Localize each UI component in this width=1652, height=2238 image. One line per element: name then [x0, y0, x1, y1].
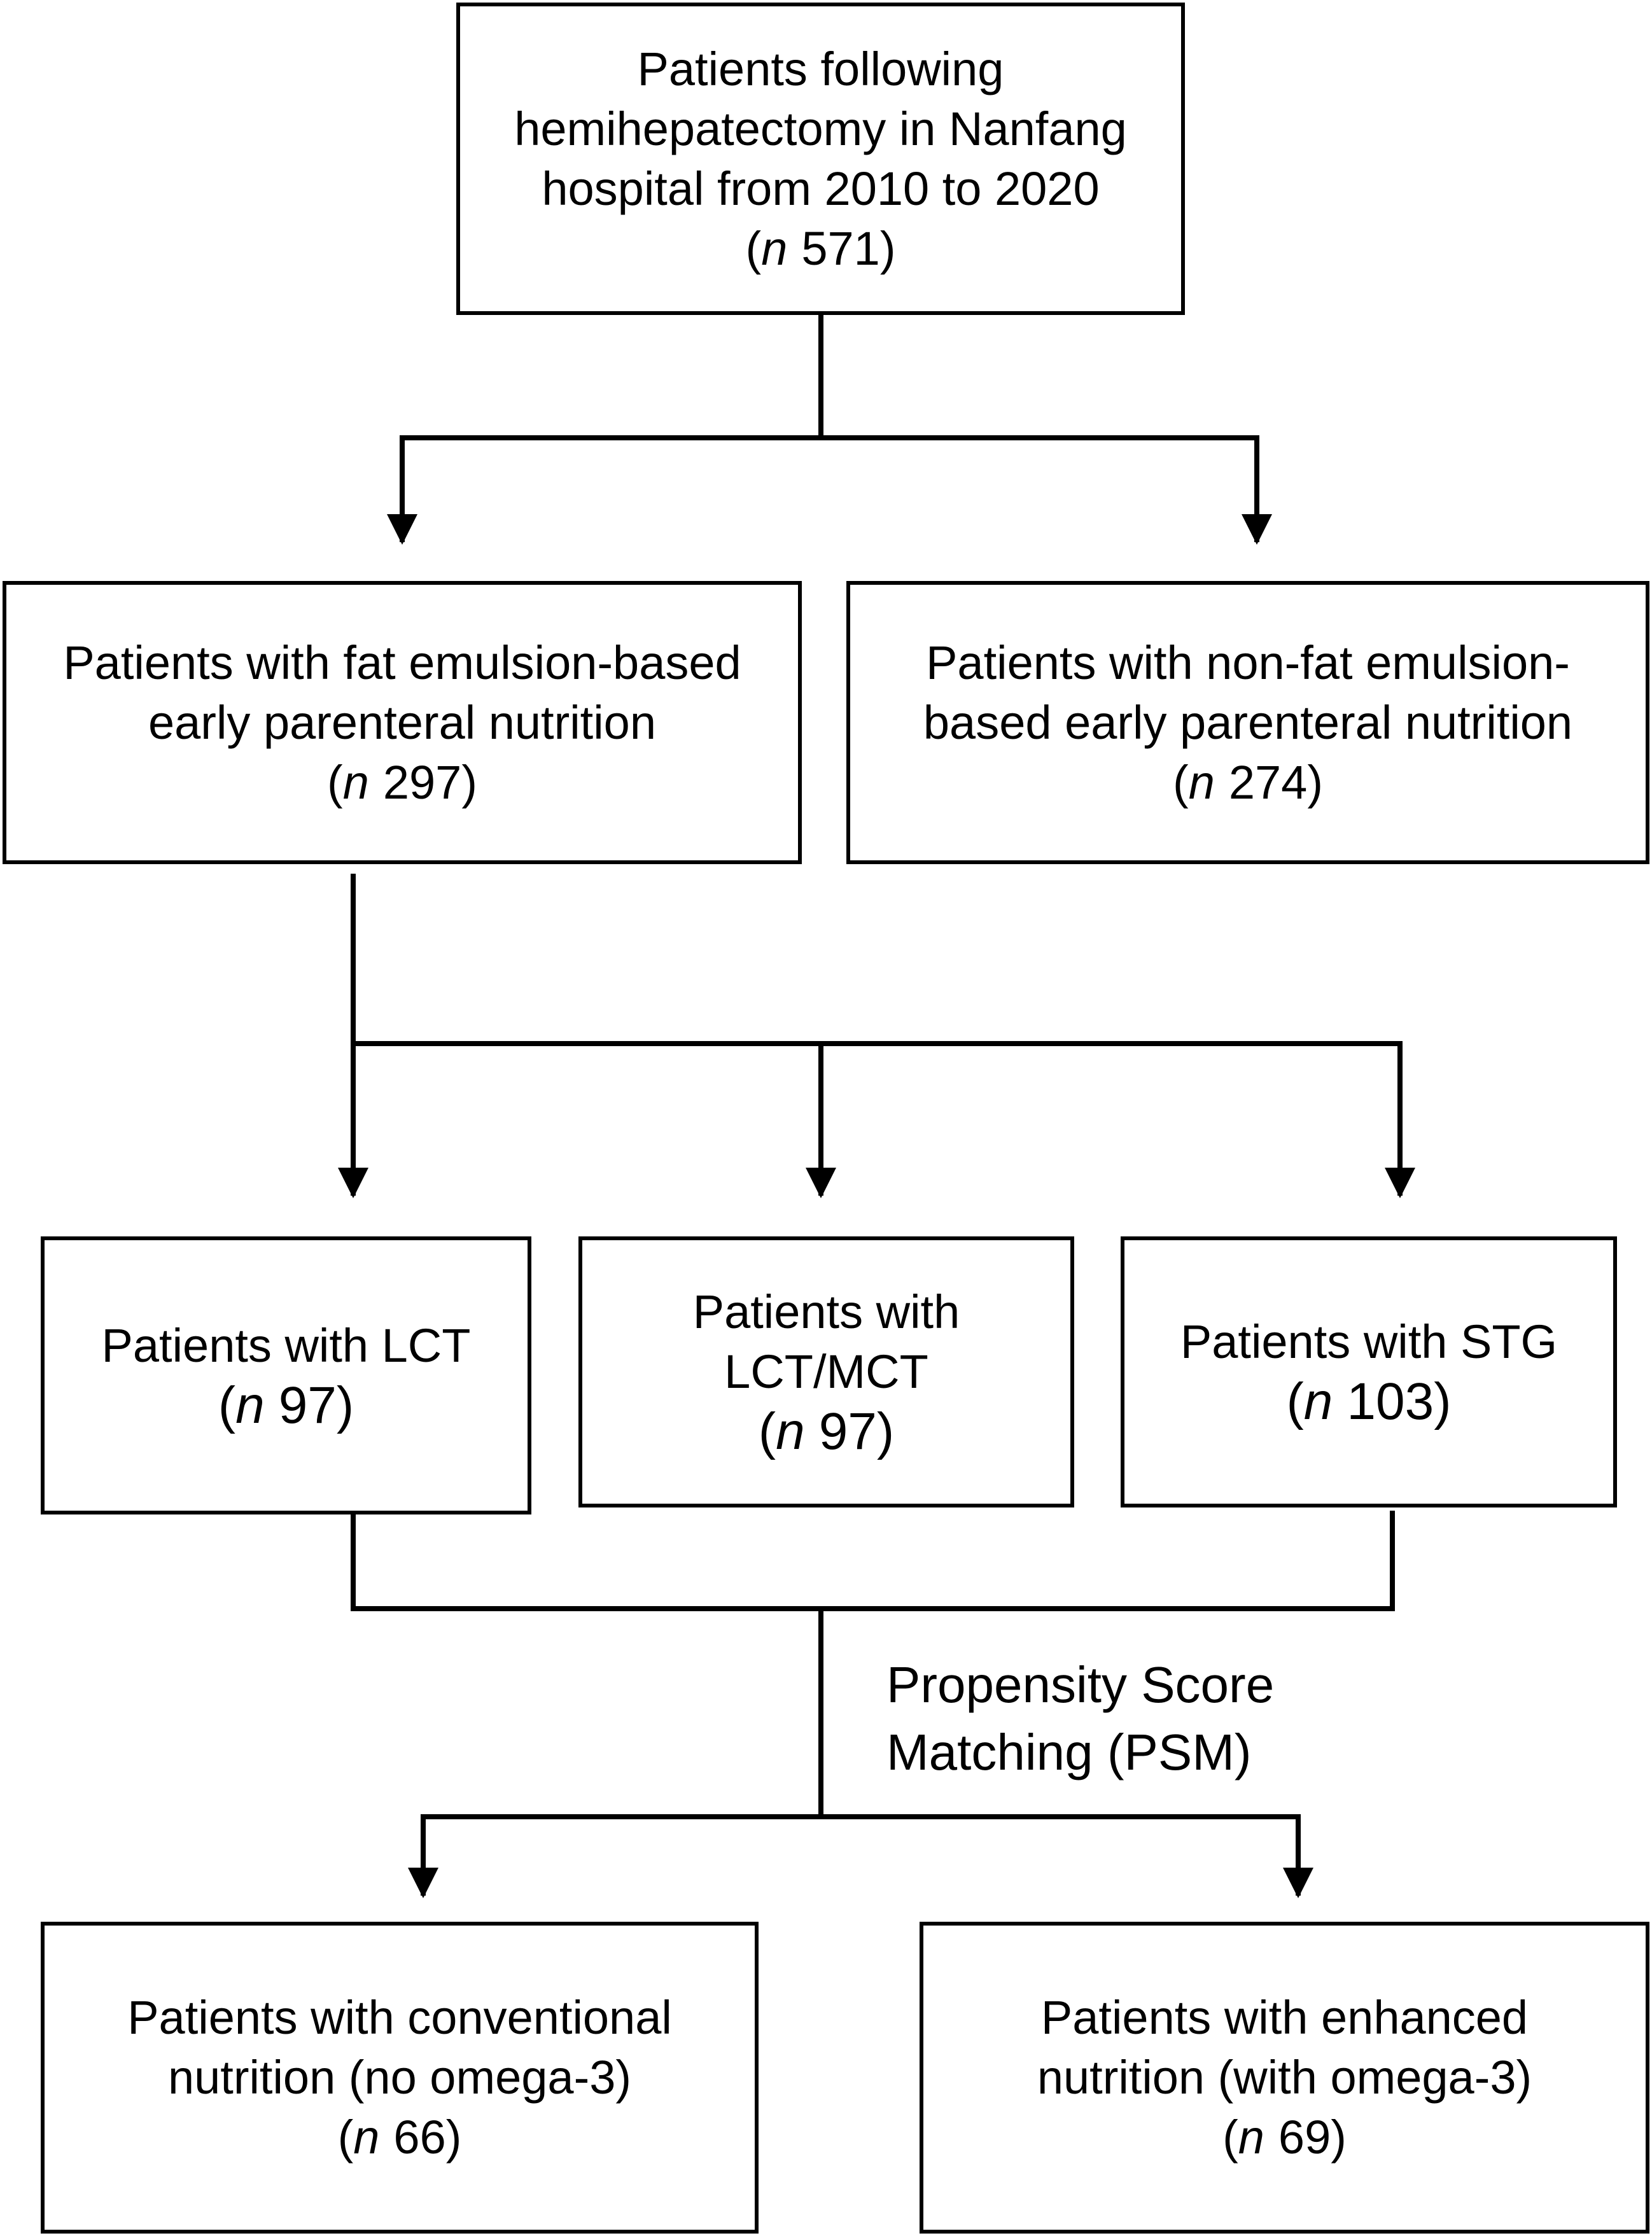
psm-label: Propensity Score Matching (PSM) — [886, 1651, 1274, 1786]
root-line-3: hospital from 2010 to 2020 — [542, 162, 1100, 215]
non-fat-emulsion-box: Patients with non-fat emulsion- based ea… — [846, 581, 1649, 864]
n-symbol: n — [1303, 1373, 1333, 1430]
enhanced-nutrition-box: Patients with enhanced nutrition (with o… — [920, 1922, 1649, 2234]
stg-count-value: 103 — [1347, 1373, 1434, 1430]
n-symbol: n — [1188, 755, 1215, 809]
root-count-value: 571 — [801, 221, 880, 275]
lct-mct-line-2: LCT/MCT — [724, 1345, 928, 1398]
stg-line-1: Patients with STG — [1180, 1315, 1558, 1368]
root-line-1: Patients following — [637, 42, 1004, 95]
root-box: Patients following hemihepatectomy in Na… — [456, 3, 1185, 315]
enhanced-line-1: Patients with enhanced — [1040, 1991, 1529, 2044]
psm-line-1: Propensity Score — [886, 1656, 1275, 1713]
n-symbol: n — [761, 221, 788, 275]
n-symbol: n — [776, 1402, 805, 1460]
lct-mct-line-1: Patients with — [692, 1285, 960, 1338]
fat-emulsion-count-value: 297 — [382, 755, 462, 809]
non-fat-emulsion-count-value: 274 — [1228, 755, 1308, 809]
enhanced-count-value: 69 — [1278, 2111, 1331, 2164]
root-line-2: hemihepatectomy in Nanfang — [514, 102, 1127, 155]
lct-count-value: 97 — [278, 1376, 337, 1434]
n-symbol: n — [353, 2111, 380, 2164]
non-fat-emulsion-line-1: Patients with non-fat emulsion- — [926, 636, 1570, 689]
fat-emulsion-line-1: Patients with fat emulsion-based — [63, 636, 741, 689]
psm-line-2: Matching (PSM) — [886, 1724, 1252, 1780]
n-symbol: n — [342, 755, 369, 809]
n-symbol: n — [235, 1376, 265, 1434]
conventional-nutrition-box: Patients with conventional nutrition (no… — [41, 1922, 759, 2234]
conventional-line-2: nutrition (no omega-3) — [167, 2051, 632, 2104]
enhanced-line-2: nutrition (with omega-3) — [1037, 2051, 1532, 2104]
n-symbol: n — [1238, 2111, 1264, 2164]
fat-emulsion-box: Patients with fat emulsion-based early p… — [3, 581, 802, 864]
non-fat-emulsion-line-2: based early parenteral nutrition — [923, 696, 1573, 749]
lct-mct-count-value: 97 — [818, 1402, 877, 1460]
conventional-count-value: 66 — [393, 2111, 446, 2164]
fat-emulsion-line-2: early parenteral nutrition — [148, 696, 656, 749]
lct-line-1: Patients with LCT — [101, 1318, 471, 1372]
conventional-line-1: Patients with conventional — [127, 1991, 672, 2044]
